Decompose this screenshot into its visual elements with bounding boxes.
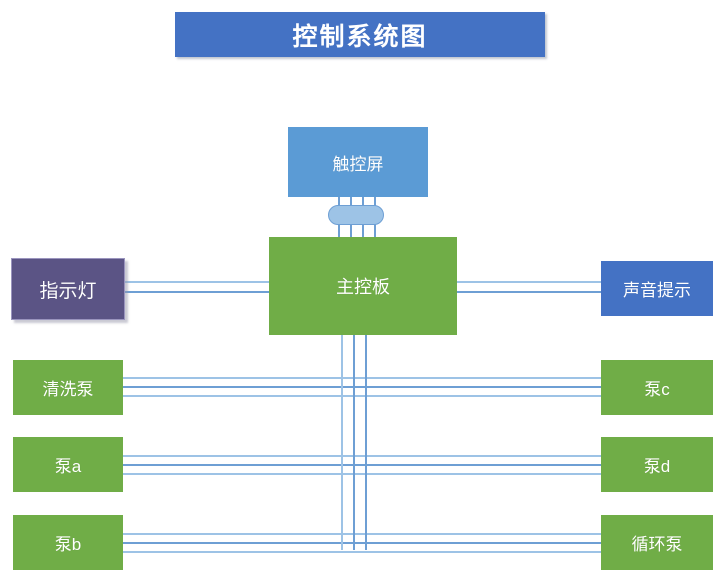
wire-bus-circpump-2 [341,542,603,544]
wire-bus-pumpc-1 [341,377,603,379]
wire-pumpb-bus-2 [122,542,367,544]
wire-pumpa-bus-3 [122,473,367,475]
node-mainboard[interactable]: 主控板 [269,237,457,335]
node-pump-b[interactable]: 泵b [13,515,123,570]
wire-bus-pumpd-3 [341,473,603,475]
wire-mainboard-sound-1 [455,281,603,283]
node-pump-d[interactable]: 泵d [601,437,713,492]
node-pump-c[interactable]: 泵c [601,360,713,415]
wire-mainboard-bus-3 [365,334,367,550]
node-touchscreen[interactable]: 触控屏 [288,127,428,197]
wire-indicator-mainboard-1 [124,281,272,283]
cable-clamp-icon [328,205,384,225]
wire-pumpa-bus-2 [122,464,367,466]
wire-pumpb-bus-3 [122,551,367,553]
wire-indicator-mainboard-2 [124,291,272,293]
wire-washpump-bus-2 [122,386,367,388]
node-pump-a[interactable]: 泵a [13,437,123,492]
wire-mainboard-bus-2 [353,334,355,550]
wire-bus-pumpc-2 [341,386,603,388]
node-sound-prompt[interactable]: 声音提示 [601,261,713,316]
wire-pumpa-bus-1 [122,455,367,457]
wire-washpump-bus-3 [122,395,367,397]
wire-bus-pumpd-1 [341,455,603,457]
wire-bus-circpump-1 [341,533,603,535]
wire-washpump-bus-1 [122,377,367,379]
wire-mainboard-bus-1 [341,334,343,550]
wire-bus-pumpc-3 [341,395,603,397]
node-circulation-pump[interactable]: 循环泵 [601,515,713,570]
wire-pumpb-bus-1 [122,533,367,535]
wire-bus-pumpd-2 [341,464,603,466]
wire-mainboard-sound-2 [455,291,603,293]
page-title: 控制系统图 [175,12,545,57]
wire-bus-circpump-3 [341,551,603,553]
node-indicator-light[interactable]: 指示灯 [11,258,125,320]
node-wash-pump[interactable]: 清洗泵 [13,360,123,415]
